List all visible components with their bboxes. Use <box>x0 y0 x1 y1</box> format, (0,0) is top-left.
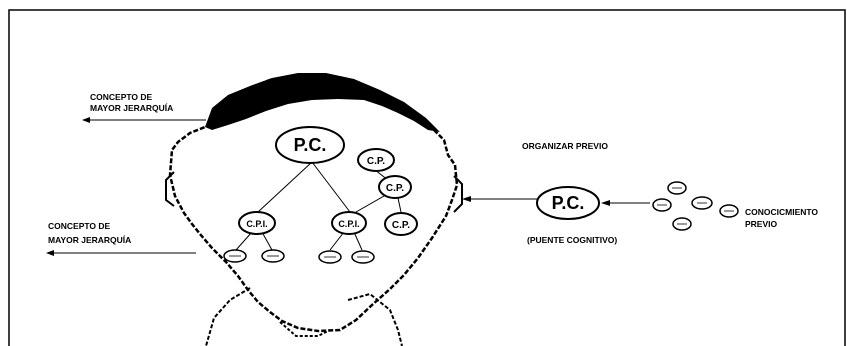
node-cpi-left-label: C.P.I. <box>246 219 267 229</box>
knowledge-oval <box>667 181 687 195</box>
leaf-oval <box>223 249 247 263</box>
leaf-oval <box>261 249 285 263</box>
label-puente-cognitivo: (PUENTE COGNITIVO) <box>527 235 617 245</box>
connector-right-a <box>329 231 345 251</box>
node-cpi-right-label: C.P.I. <box>338 219 359 229</box>
node-cp-mid: C.P. <box>378 175 412 199</box>
leaf-oval <box>318 250 342 264</box>
connector-pc-cpi-left <box>257 161 313 213</box>
knowledge-oval <box>652 198 672 212</box>
node-cpi-left: C.P.I. <box>238 211 276 235</box>
label-concept-top-line1: CONCEPTO DE <box>90 92 153 102</box>
hair <box>205 73 440 132</box>
node-cp-mid-label: C.P. <box>386 183 404 194</box>
frame-border <box>8 9 846 346</box>
knowledge-oval <box>719 204 739 218</box>
neck <box>279 321 331 337</box>
node-pc-head: P.C. <box>275 126 345 164</box>
node-cpi-right: C.P.I. <box>331 211 367 235</box>
connector-left-b <box>261 231 273 251</box>
arrow-pc-to-head <box>462 196 538 202</box>
label-conocimiento-line1: CONOCICMIENTO <box>745 207 818 217</box>
connector-right-b <box>353 231 363 251</box>
connector-pc-cpi-right <box>311 161 351 213</box>
label-conocimiento-line2: PREVIO <box>745 219 778 229</box>
node-pc-outside-label: P.C. <box>552 193 585 213</box>
node-cp-right: C.P. <box>384 212 418 236</box>
left-shoulder <box>205 287 251 346</box>
leaf-oval <box>351 250 375 264</box>
node-cp-top: C.P. <box>357 148 395 172</box>
connector-left-a <box>235 231 253 251</box>
connector-cp-mid-right <box>397 197 402 213</box>
knowledge-oval <box>691 196 713 210</box>
connector-cp-mid-cpi <box>355 195 385 213</box>
node-cp-right-label: C.P. <box>392 220 410 231</box>
node-cp-top-label: C.P. <box>367 156 385 167</box>
arrow-left-top <box>82 117 206 123</box>
node-pc-outside: P.C. <box>536 186 600 220</box>
label-concept-top-line2: MAYOR JERARQUÍA <box>90 103 173 113</box>
arrow-knowledge-to-pc <box>601 200 650 206</box>
node-pc-head-label: P.C. <box>294 135 327 155</box>
label-organizar-previo: ORGANIZAR PREVIO <box>522 141 608 151</box>
knowledge-oval <box>672 217 692 231</box>
ear-right <box>453 175 463 213</box>
right-shoulder <box>347 292 403 346</box>
label-concept-bottom-line2: MAYOR JERARQUÍA <box>48 235 131 245</box>
ear-left <box>165 171 175 207</box>
label-concept-bottom-line1: CONCEPTO DE <box>48 221 111 231</box>
arrow-left-bottom <box>46 250 196 256</box>
